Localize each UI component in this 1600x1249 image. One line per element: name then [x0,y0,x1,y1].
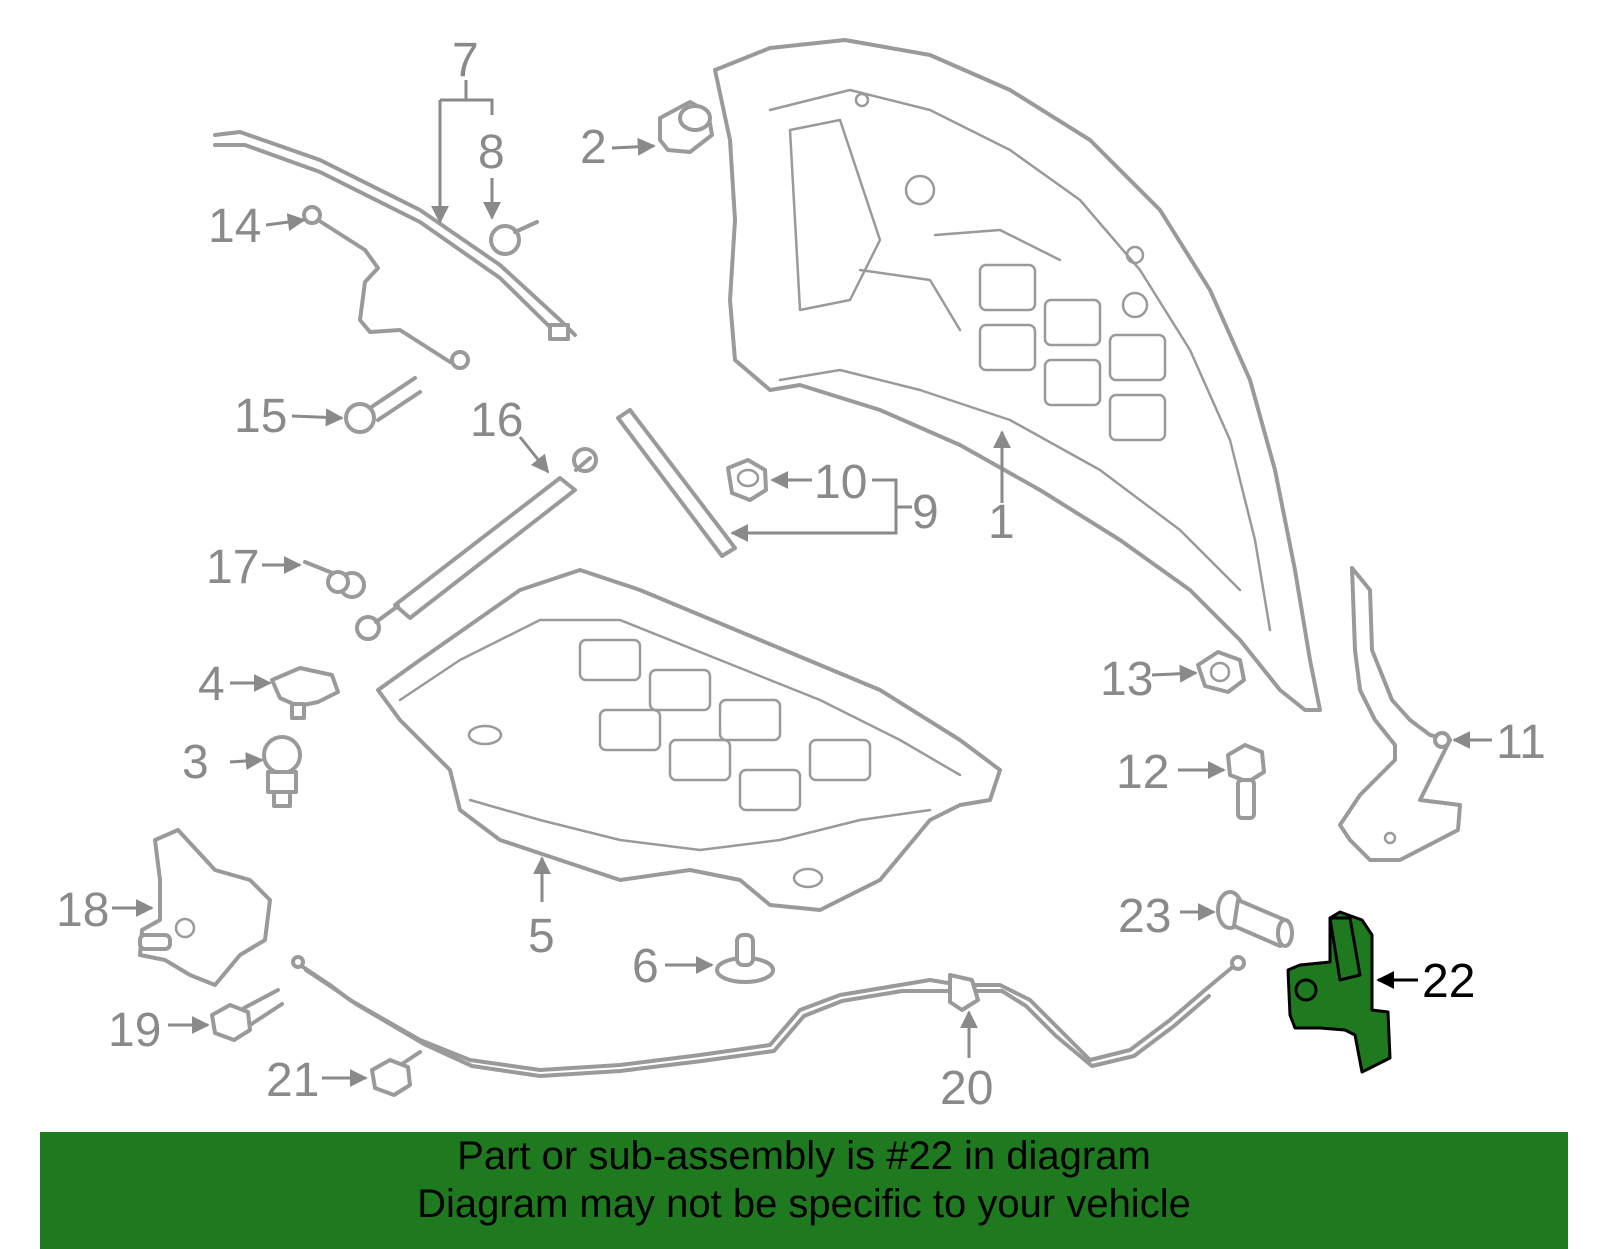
hood-hinge [1338,566,1462,862]
release-cable [291,955,1246,1078]
label-17: 17 [206,541,259,594]
banner-line-2: Diagram may not be specific to your vehi… [417,1182,1191,1226]
label-6: 6 [632,940,659,993]
label-23: 23 [1118,890,1171,943]
banner-line-1: Part or sub-assembly is #22 in diagram [457,1134,1151,1178]
push-pin [715,933,775,984]
hood-seal [616,408,737,558]
part-22-bracket [1286,910,1392,1074]
label-10: 10 [814,456,867,509]
cable-bolt [370,1050,422,1097]
label-21: 21 [266,1054,319,1107]
label-4: 4 [198,658,225,711]
weatherstrip [213,130,577,341]
strut-stud [303,560,366,599]
hinge-bolt [1226,743,1266,820]
prop-bolt [344,376,422,434]
label-12: 12 [1116,746,1169,799]
label-1: 1 [988,496,1015,549]
hood-latch [138,828,272,987]
latch-bolt [210,988,284,1042]
label-18: 18 [56,884,109,937]
hood-prop-rod [302,205,470,370]
label-7: 7 [452,34,479,87]
label-14: 14 [208,200,261,253]
leader-lines [112,80,1492,1087]
hood-panel [713,38,1322,712]
callout-labels: 1 2 3 4 5 6 7 8 9 10 11 12 13 14 15 16 1… [56,34,1546,1115]
label-20: 20 [940,1062,993,1115]
hood-bumper [658,100,714,154]
label-2: 2 [580,121,607,174]
info-banner: Part or sub-assembly is #22 in diagram D… [40,1132,1568,1249]
label-15: 15 [234,390,287,443]
label-13: 13 [1100,653,1153,706]
label-3: 3 [182,736,209,789]
bumper-stop [262,735,302,808]
label-16: 16 [470,394,523,447]
label-22: 22 [1422,955,1475,1008]
label-19: 19 [108,1004,161,1057]
hinge-nut [1196,650,1246,694]
label-8: 8 [478,126,505,179]
label-5: 5 [528,910,555,963]
hood-insulator [376,568,1002,912]
weatherstrip-clip [489,220,539,256]
seal-nut [726,458,768,502]
bracket-bolt [1216,890,1294,948]
label-9: 9 [912,486,939,539]
clip [270,666,340,720]
label-11: 11 [1496,716,1546,769]
gas-strut [355,447,598,641]
